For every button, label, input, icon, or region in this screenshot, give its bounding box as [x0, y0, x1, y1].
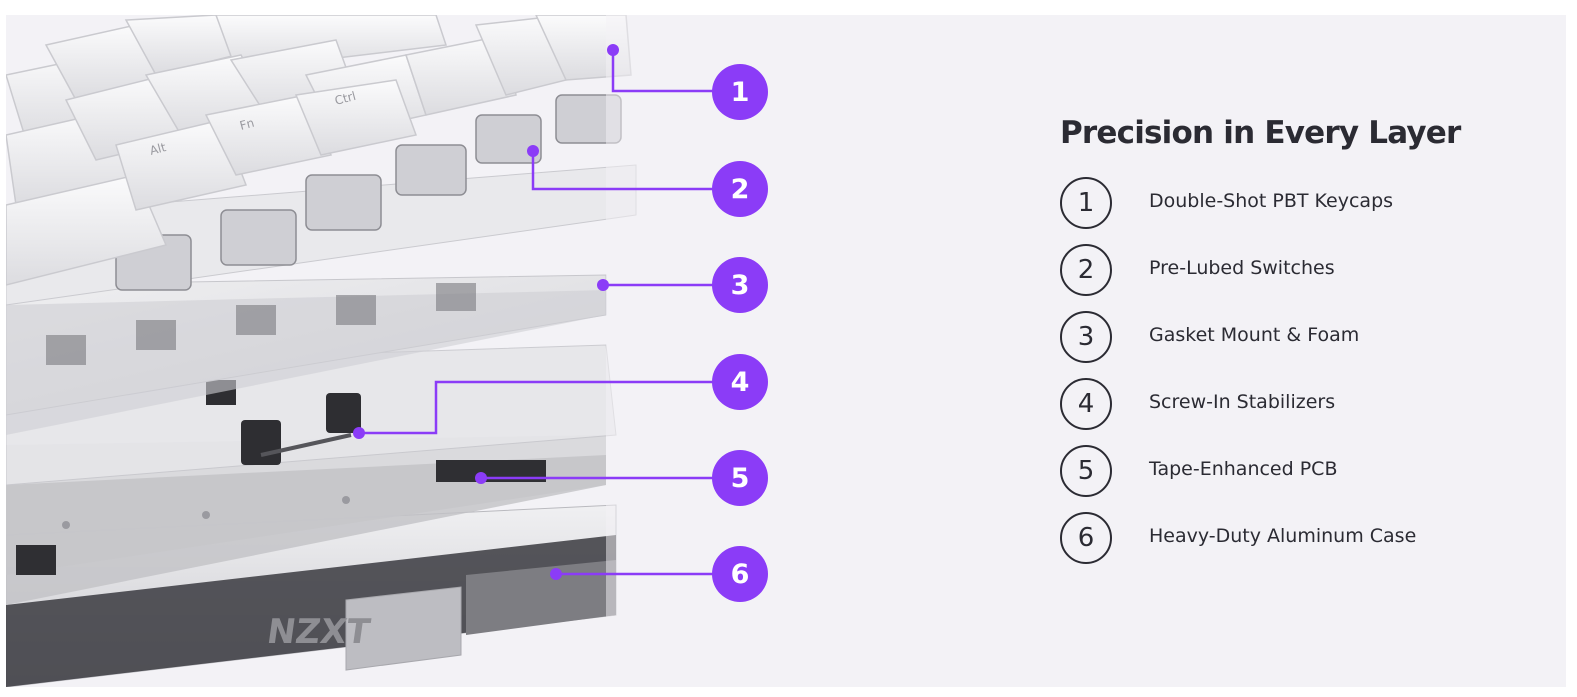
feature-number-badge: 1 — [1060, 177, 1112, 229]
callout-badge-6: 6 — [712, 546, 768, 602]
feature-item-stabilizers: 4 Screw-In Stabilizers — [1060, 378, 1540, 432]
keyboard-exploded-illustration: NZXT — [6, 15, 646, 687]
feature-number-badge: 2 — [1060, 244, 1112, 296]
svg-text:Ctrl: Ctrl — [333, 89, 357, 108]
feature-label: Screw-In Stabilizers — [1149, 391, 1336, 413]
callout-badge-2: 2 — [712, 161, 768, 217]
feature-label: Pre-Lubed Switches — [1149, 257, 1335, 279]
svg-text:Fn: Fn — [238, 116, 256, 133]
feature-number-badge: 4 — [1060, 378, 1112, 430]
feature-number-badge: 5 — [1060, 445, 1112, 497]
callout-badge-1: 1 — [712, 64, 768, 120]
feature-item-keycaps: 1 Double-Shot PBT Keycaps — [1060, 177, 1540, 231]
feature-item-pcb: 5 Tape-Enhanced PCB — [1060, 445, 1540, 499]
keycaps-layer — [6, 15, 632, 286]
layer-feature-section: NZXT — [6, 15, 1566, 687]
switches-layer — [6, 94, 637, 306]
feature-label: Tape-Enhanced PCB — [1149, 458, 1338, 480]
feature-item-switches: 2 Pre-Lubed Switches — [1060, 244, 1540, 298]
feature-label: Double-Shot PBT Keycaps — [1149, 190, 1394, 212]
callout-badge-5: 5 — [712, 450, 768, 506]
feature-item-case: 6 Heavy-Duty Aluminum Case — [1060, 512, 1540, 566]
feature-label: Heavy-Duty Aluminum Case — [1149, 525, 1417, 547]
section-heading: Precision in Every Layer — [1060, 115, 1461, 151]
nzxt-logo: NZXT — [264, 612, 373, 652]
svg-text:Alt: Alt — [148, 140, 168, 158]
keycap-legends: Alt Fn Ctrl — [148, 89, 357, 158]
feature-number-badge: 3 — [1060, 311, 1112, 363]
feature-label: Gasket Mount & Foam — [1149, 324, 1360, 346]
feature-number-badge: 6 — [1060, 512, 1112, 564]
callout-badge-4: 4 — [712, 354, 768, 410]
callout-badge-3: 3 — [712, 257, 768, 313]
feature-item-gasket: 3 Gasket Mount & Foam — [1060, 311, 1540, 365]
feature-panel: Precision in Every Layer 1 Double-Shot P… — [1060, 115, 1540, 564]
plate-layer — [6, 274, 607, 435]
